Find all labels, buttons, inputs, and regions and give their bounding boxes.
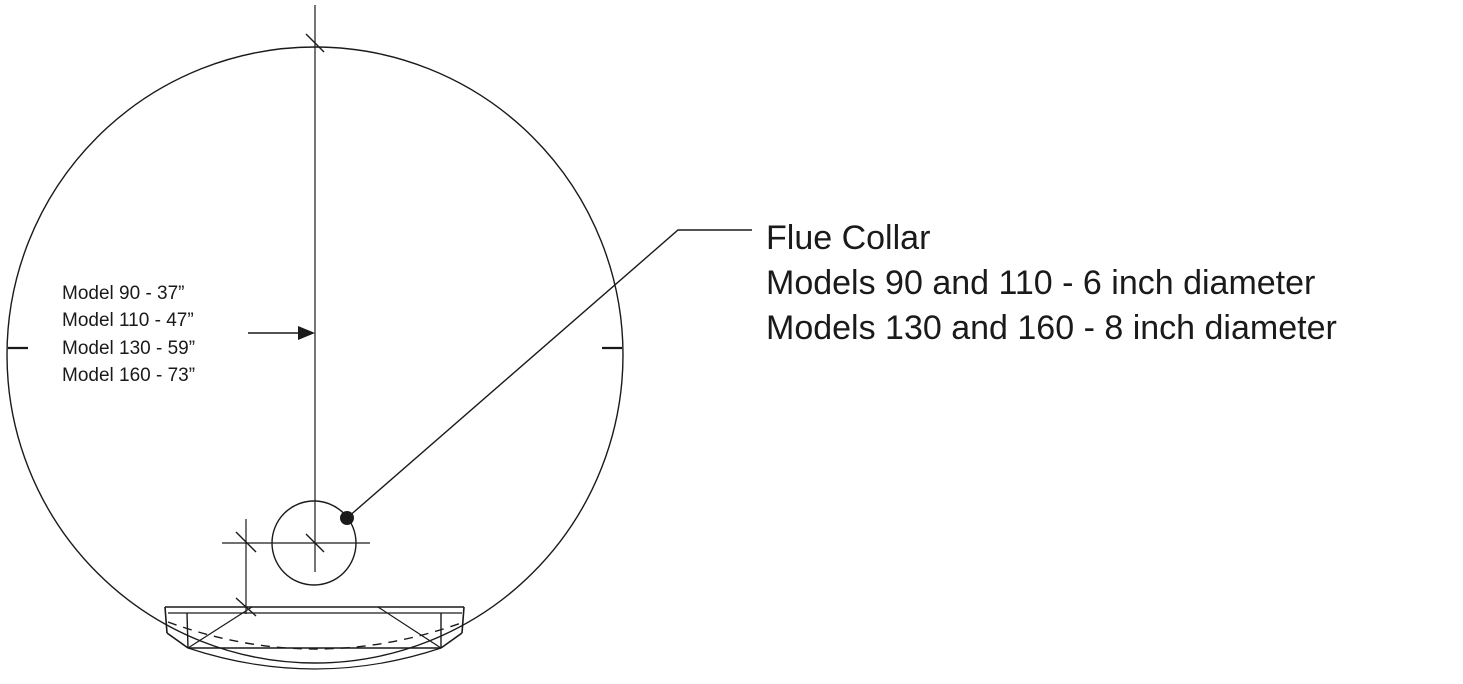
flue-center-slash [305,533,325,553]
dimension-top-slash [305,33,325,53]
dimension-label: Model 160 - 73” [62,365,195,386]
dimension-arrow-head [298,326,315,340]
dimension-label: Model 130 - 59” [62,338,195,359]
dimension-label: Model 110 - 47” [62,310,194,331]
callout-title: Flue Collar [766,219,930,257]
callout-line: Models 90 and 110 - 6 inch diameter [766,264,1315,302]
dimension-labels: Model 90 - 37” Model 110 - 47” Model 130… [62,283,195,386]
flue-collar-callout: Flue Collar Models 90 and 110 - 6 inch d… [766,219,1337,347]
door-assembly [164,606,465,670]
leader-line [346,229,752,519]
dimension-label: Model 90 - 37” [62,283,185,304]
callout-line: Models 130 and 160 - 8 inch diameter [766,309,1337,347]
